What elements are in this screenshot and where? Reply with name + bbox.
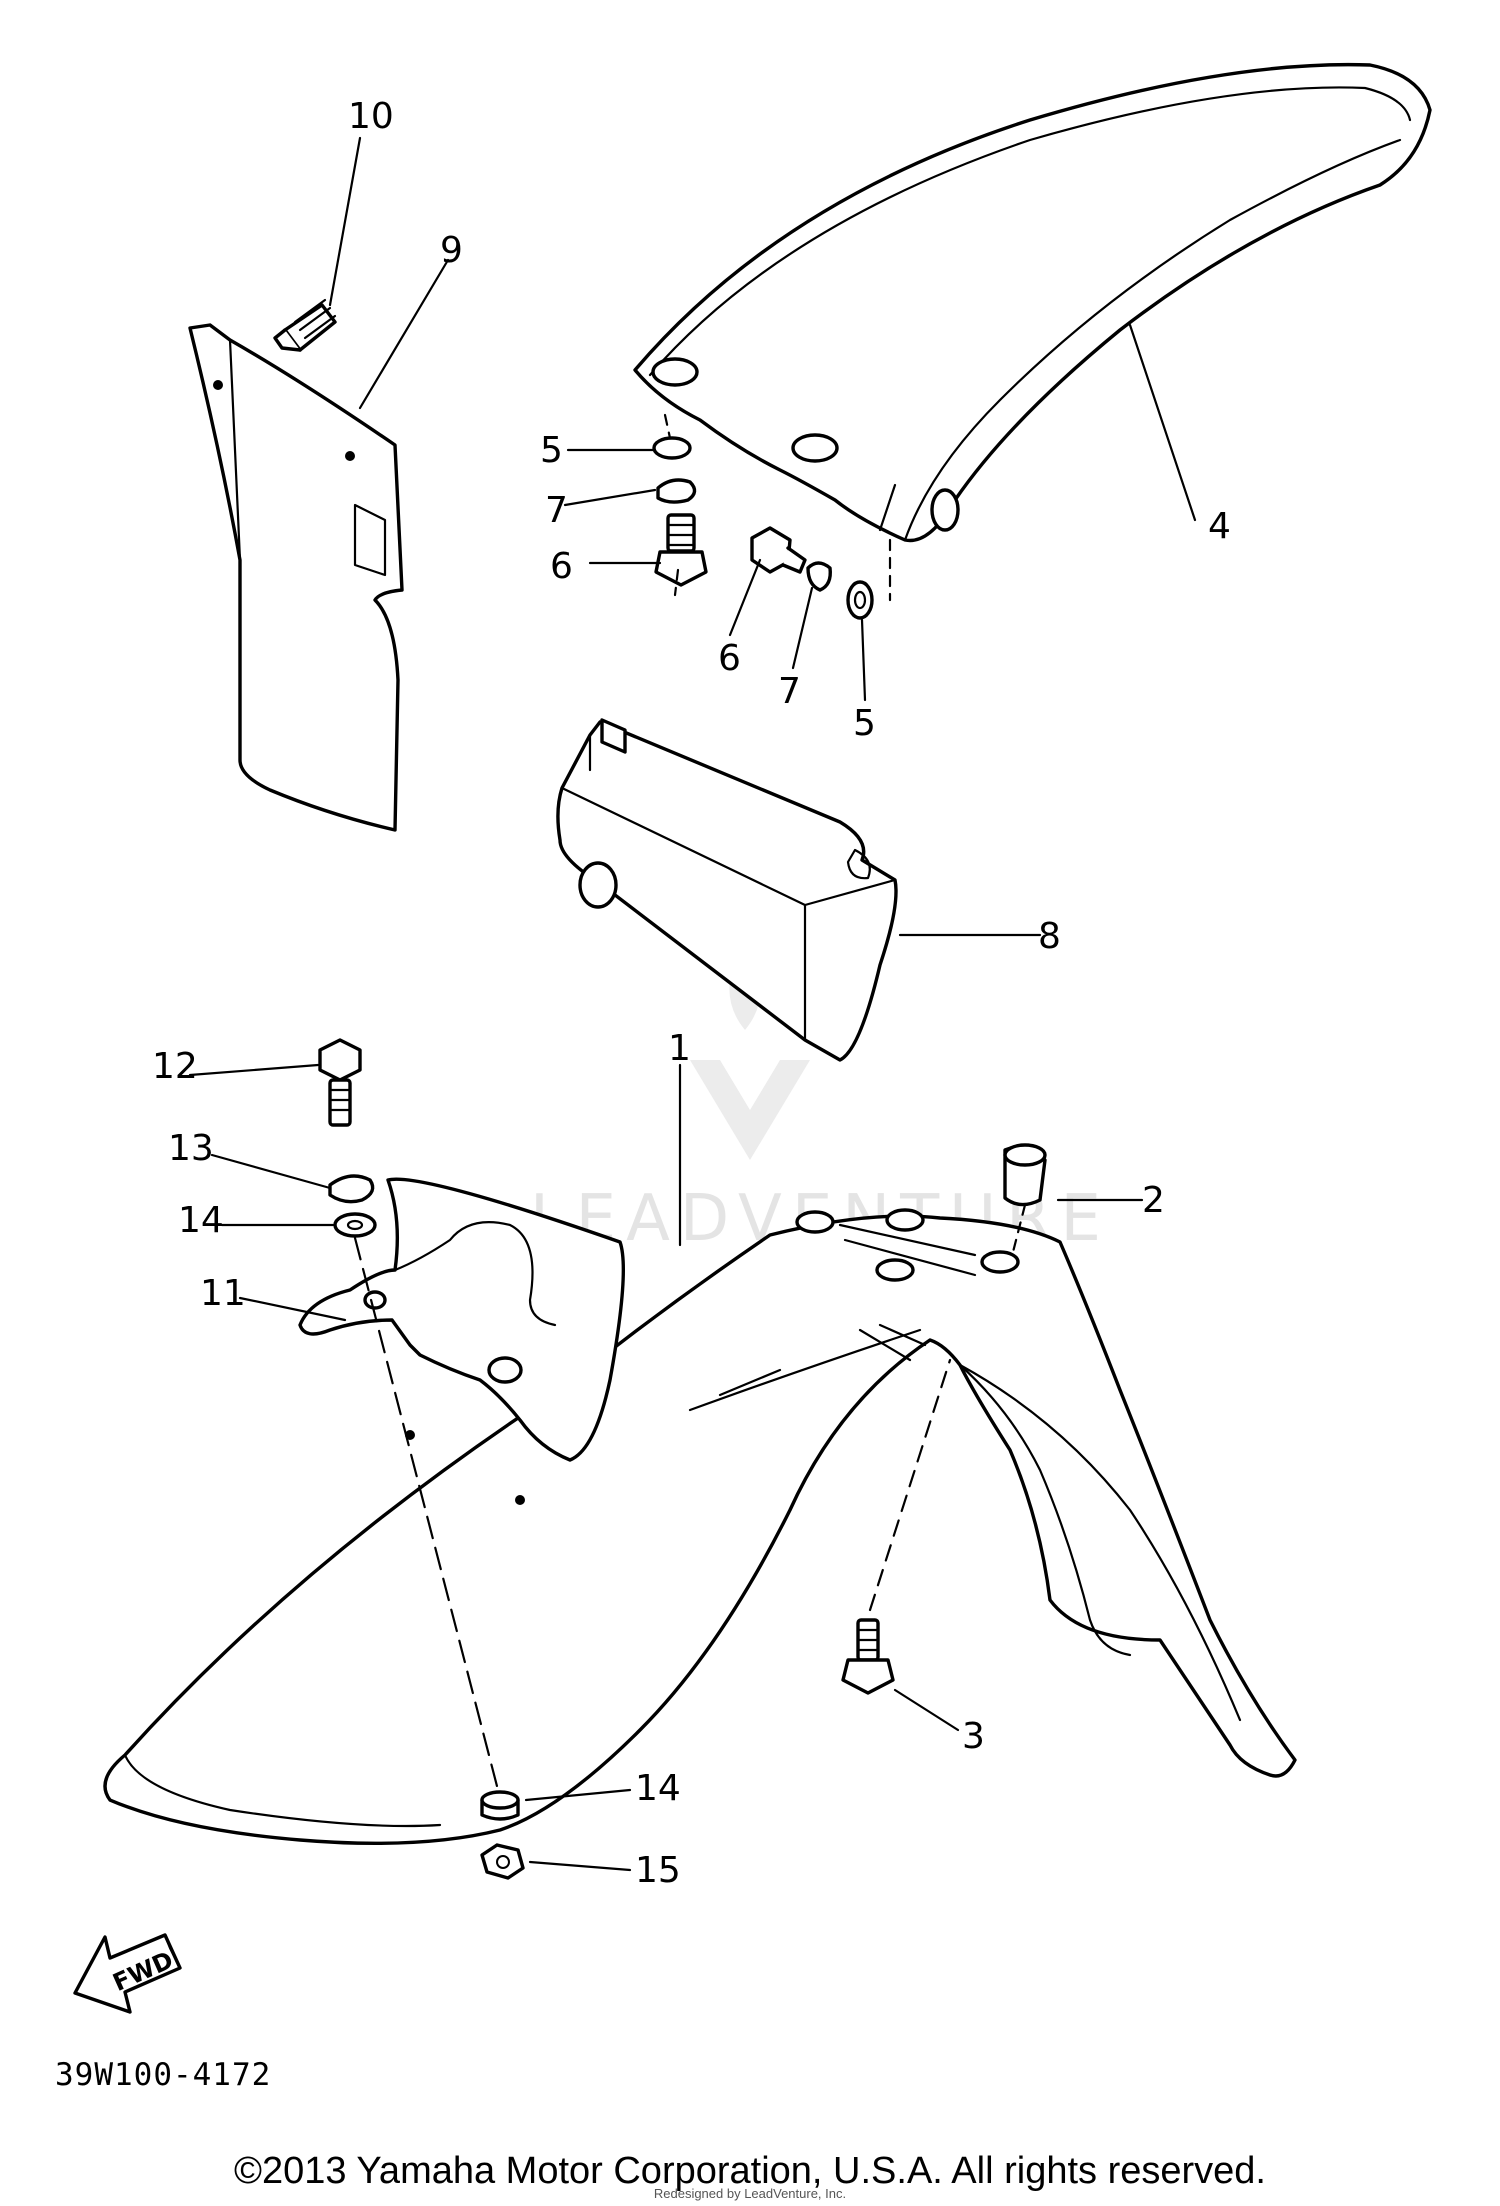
part-2-grommet — [1003, 1143, 1047, 1207]
hardware-14-15-lower — [480, 1790, 525, 1880]
part-8-bracket — [556, 718, 898, 1062]
callout-6-upper-left: 6 — [550, 546, 573, 587]
hardware-set-left — [652, 436, 708, 587]
callout-15: 15 — [635, 1850, 681, 1891]
callout-11: 11 — [200, 1273, 246, 1314]
callout-14-upper: 14 — [178, 1200, 224, 1241]
diagram-code: 39W100-4172 — [55, 2057, 271, 2093]
part-9-flap — [188, 323, 404, 832]
part-1-front-fender — [103, 1208, 1297, 1846]
hardware-set-right — [750, 526, 874, 620]
hardware-12-13-14 — [318, 1038, 377, 1238]
leader-lines — [188, 136, 1197, 1872]
copyright-notice: ©2013 Yamaha Motor Corporation, U.S.A. A… — [234, 2150, 1266, 2192]
callout-10: 10 — [348, 96, 394, 137]
part-4-rear-fender — [633, 62, 1432, 543]
part-3-bolt — [841, 1618, 895, 1695]
callout-3: 3 — [962, 1716, 985, 1757]
callout-7-upper-right: 7 — [778, 671, 801, 712]
callout-5-upper-left: 5 — [540, 430, 563, 471]
callout-7-upper-left: 7 — [545, 490, 568, 531]
part-11-stay — [298, 1177, 626, 1462]
callout-6-upper-right: 6 — [718, 638, 741, 679]
callout-numbers: 10 9 4 5 7 6 6 7 5 8 12 13 14 11 1 2 3 1… — [152, 96, 1231, 1891]
part-10-fitting — [273, 298, 337, 352]
callout-14-lower: 14 — [635, 1768, 681, 1809]
callout-8: 8 — [1038, 916, 1061, 957]
callout-1: 1 — [668, 1028, 691, 1069]
callout-5-upper-right: 5 — [853, 703, 876, 744]
fwd-arrow: FWD — [73, 1933, 182, 2014]
callout-4: 4 — [1208, 506, 1231, 547]
callout-9: 9 — [440, 230, 463, 271]
redesigned-by-note: Redesigned by LeadVenture, Inc. — [653, 2186, 847, 2201]
callout-12: 12 — [152, 1046, 198, 1087]
callout-2: 2 — [1142, 1180, 1165, 1221]
callout-13: 13 — [168, 1128, 214, 1169]
